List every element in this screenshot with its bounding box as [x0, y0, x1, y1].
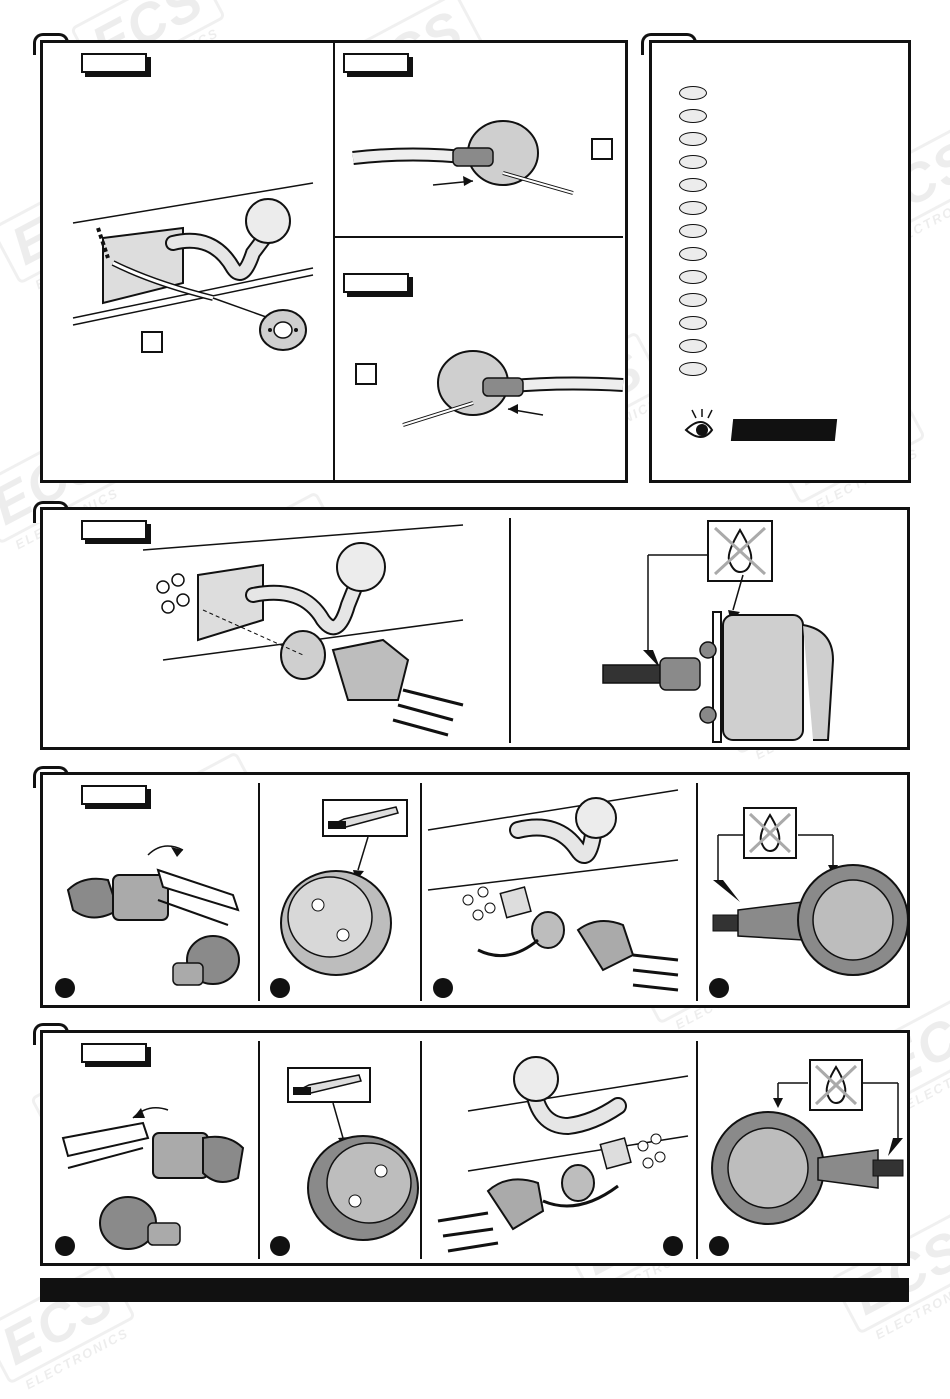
no-water-drop-icon: [748, 812, 792, 854]
wire-color-oval: [679, 155, 707, 169]
sub-step-number: [55, 1236, 75, 1256]
sub-step-number: [270, 1236, 290, 1256]
wire-color-oval: [679, 86, 707, 100]
wire-color-oval: [679, 247, 707, 261]
knife-sign: [322, 799, 408, 837]
plier-seal-removal-illustration: [61, 1107, 245, 1250]
sub-step-number: [663, 1236, 683, 1256]
wire-color-oval: [679, 316, 707, 330]
step-1-vertical-divider: [333, 43, 335, 480]
eye-note-badge: [730, 419, 838, 441]
no-water-sign: [809, 1059, 863, 1111]
grommet-plate: [259, 309, 307, 351]
sub-step-divider: [258, 1041, 260, 1259]
wire-marker-box: [141, 331, 163, 353]
sub-step-number: [709, 978, 729, 998]
plier-seal-removal-illustration: [66, 845, 240, 986]
sub-step-divider: [258, 783, 260, 1001]
step-right-side-label: [81, 785, 147, 805]
step-left-side-panel: [40, 1030, 910, 1266]
step-mount-divider: [509, 518, 511, 743]
wire-color-oval: [679, 178, 707, 192]
grommet-cable-illustration-c: [402, 350, 624, 427]
step-right-side-panel: [40, 772, 910, 1008]
no-water-drop-icon: [814, 1064, 858, 1106]
step-1b-label: [343, 53, 409, 73]
sealed-socket-illustration: [711, 1082, 904, 1225]
no-water-drop-icon: [713, 526, 767, 576]
sub-step-number: [709, 1236, 729, 1256]
wire-color-oval: [679, 224, 707, 238]
step-mount-label: [81, 520, 147, 540]
wire-legend-panel: [649, 40, 911, 483]
eye-icon: [684, 409, 714, 438]
knife-icon: [293, 1074, 362, 1095]
step-mount-panel: [40, 507, 910, 750]
sealed-socket-illustration: [712, 834, 909, 976]
wire-color-oval: [679, 270, 707, 284]
knife-icon: [328, 806, 399, 829]
sub-step-number: [55, 978, 75, 998]
wire-marker-box: [355, 363, 377, 385]
wire-color-oval: [679, 293, 707, 307]
socket-mounting-illustration: [142, 524, 464, 737]
sub-step-divider: [420, 783, 422, 1001]
step-1-panel: [40, 40, 628, 483]
no-water-sign: [743, 807, 797, 859]
wire-color-oval: [679, 362, 707, 376]
socket-seal-illustration: [602, 554, 835, 743]
towbar-cable-illustration: [72, 182, 314, 326]
grommet-cable-illustration-b: [352, 120, 574, 195]
sub-step-divider: [696, 1041, 698, 1259]
wire-color-oval: [679, 132, 707, 146]
step-left-side-label: [81, 1043, 147, 1063]
wire-color-oval: [679, 109, 707, 123]
step-1c-label: [343, 273, 409, 293]
socket-housing-illustration: [280, 836, 392, 976]
knife-sign: [287, 1067, 371, 1103]
sub-step-divider: [696, 783, 698, 1001]
step-1a-label: [81, 53, 147, 73]
wire-color-oval: [679, 201, 707, 215]
sub-step-number: [270, 978, 290, 998]
sub-step-number: [433, 978, 453, 998]
socket-install-illustration: [437, 1056, 689, 1253]
socket-install-illustration: [427, 789, 679, 992]
socket-housing-illustration: [307, 1102, 419, 1241]
wire-color-oval: [679, 339, 707, 353]
sub-step-divider: [420, 1041, 422, 1259]
wire-marker-box: [591, 138, 613, 160]
footer-bar: [40, 1278, 909, 1302]
step-1-horizontal-divider: [335, 236, 623, 238]
no-water-sign: [707, 520, 773, 582]
